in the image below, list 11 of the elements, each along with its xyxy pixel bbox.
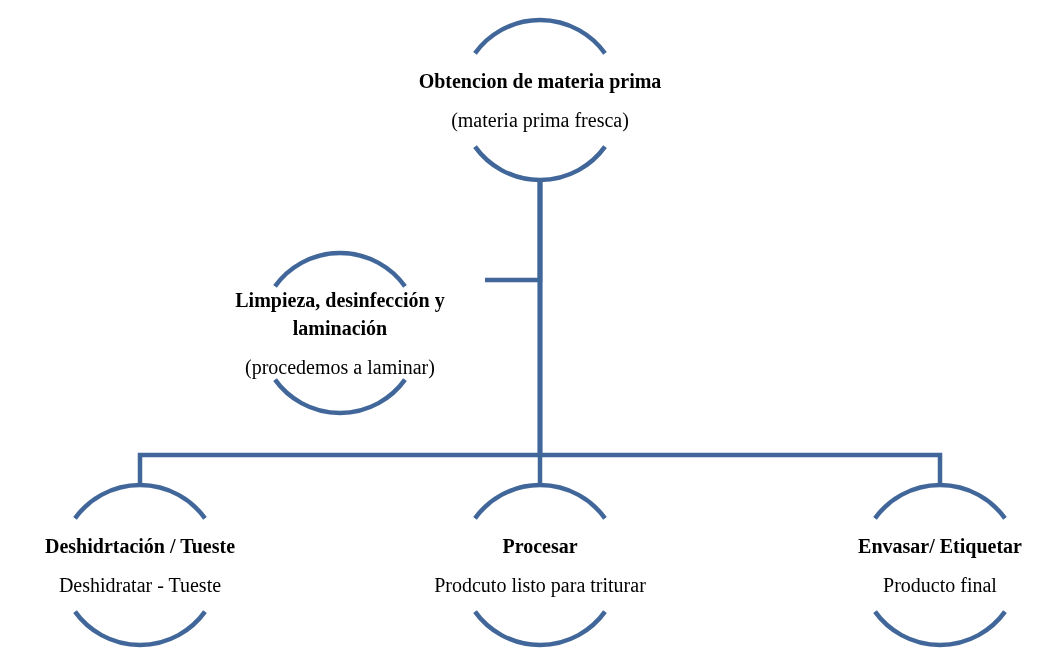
step-description: Deshidratar - Tueste	[58, 573, 222, 598]
step-title: Deshidrtación / Tueste	[45, 534, 235, 559]
step-title: Limpieza, desinfección y laminación	[234, 288, 446, 341]
step-description: (materia prima fresca)	[451, 108, 629, 133]
step-title: Obtencion de materia prima	[418, 69, 662, 95]
step-description: Producto final	[883, 573, 997, 598]
step-description: (procedemos a laminar)	[245, 355, 435, 380]
step-title: Envasar/ Etiquetar	[858, 534, 1022, 560]
connector-line	[537, 180, 943, 485]
step-description: Prodcuto listo para triturar	[434, 573, 646, 598]
step-title: Procesar	[502, 534, 578, 559]
